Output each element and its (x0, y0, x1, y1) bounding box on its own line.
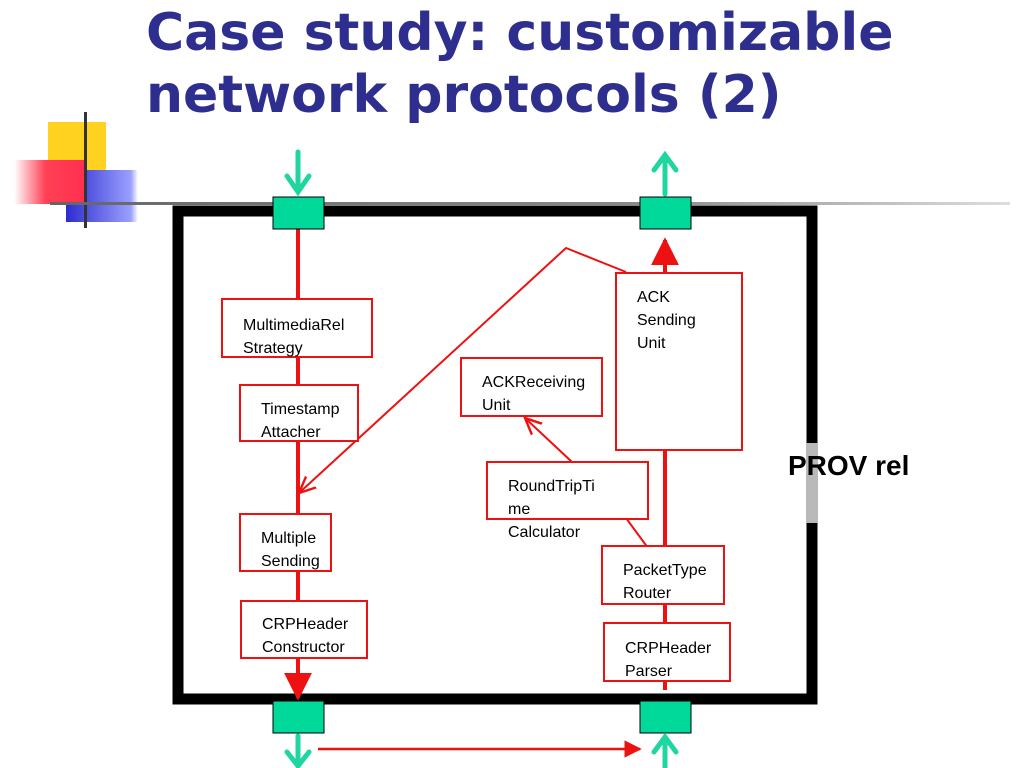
decor-red-square (14, 160, 84, 204)
box-label-line: Timestamp (261, 401, 340, 418)
box-label-line: PacketType (623, 562, 707, 579)
prov-port-gap (806, 443, 818, 523)
port-arrow-in-bottom-right (651, 732, 679, 768)
box-crp-header-constructor: CRPHeader Constructor (240, 600, 368, 659)
box-label-line: MultimediaRel (243, 317, 345, 334)
box-label-line: Parser (625, 663, 673, 680)
box-label-line: CRPHeader (262, 616, 349, 633)
box-timestamp-attacher: Timestamp Attacher (239, 384, 359, 442)
box-ack-sending-unit: ACK Sending Unit (615, 272, 743, 451)
slide-title-line-1: Case study: customizable (146, 3, 894, 63)
box-label-line: Constructor (262, 639, 345, 656)
box-packet-type-router: PacketType Router (601, 545, 725, 605)
box-label-line: Multiple (261, 530, 317, 547)
box-multimedia-rel-strategy: MultimediaRel Strategy (221, 298, 373, 358)
box-label-line: ACK (637, 289, 670, 306)
box-label-line: Attacher (261, 424, 321, 441)
box-round-trip-time-calculator: RoundTripTi me Calculator (486, 461, 649, 541)
port-arrow-out-top-right (651, 150, 679, 197)
box-label-line: CRPHeader (625, 640, 712, 657)
port-arrow-in-top-left (284, 149, 312, 197)
box-label-line: ACKReceiving (482, 374, 586, 391)
box-label-line: Sending (637, 312, 696, 329)
rtt-to-ackreceiving-arrow (525, 418, 573, 463)
box-label-line: Unit (637, 335, 666, 352)
box-multiple-sending: Multiple Sending (239, 513, 332, 572)
port-bottom-right (639, 700, 692, 734)
box-label-line: Unit (482, 397, 511, 414)
box-label-line: Sending (261, 553, 320, 570)
ack-to-multiple-sending-arrow (299, 246, 627, 493)
box-label-line: Router (623, 585, 672, 602)
box-ack-receiving-unit: ACKReceiving Unit (460, 357, 603, 417)
slide-title: Case study: customizable network protoco… (146, 2, 1006, 126)
port-bottom-left (272, 700, 325, 734)
port-top-left (272, 196, 325, 230)
box-crp-header-parser: CRPHeader Parser (603, 622, 731, 682)
slide-title-line-2: network protocols (2) (146, 65, 782, 125)
port-arrow-out-bottom-left (284, 733, 312, 768)
decor-vertical-line (84, 112, 87, 228)
box-label-line: Calculator (508, 524, 581, 541)
router-to-rtt-line (625, 517, 649, 549)
title-underline (50, 202, 1010, 205)
box-label-line: Strategy (243, 340, 303, 357)
port-top-right (639, 196, 692, 230)
box-label-line: me (508, 501, 531, 518)
prov-rel-label: PROV rel (788, 450, 910, 481)
box-label-line: RoundTripTi (508, 478, 595, 495)
